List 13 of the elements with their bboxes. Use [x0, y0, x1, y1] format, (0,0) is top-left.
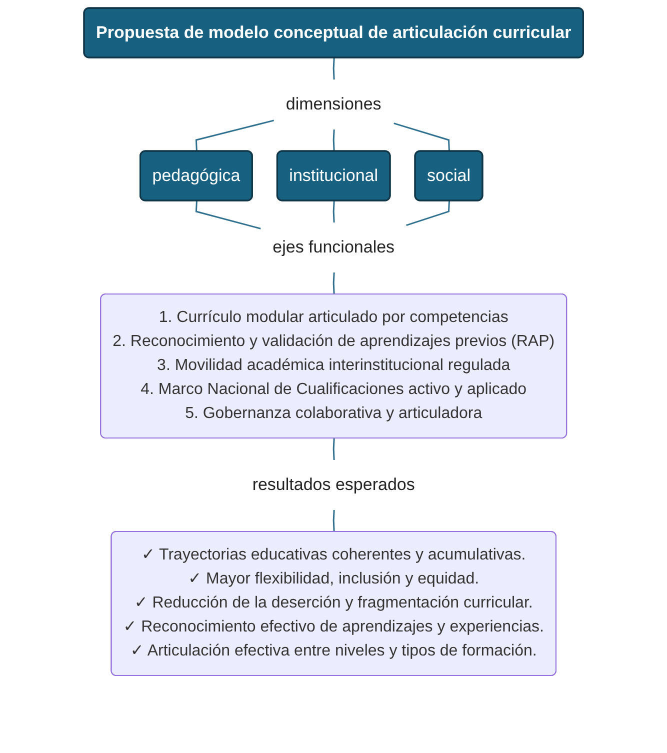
connector: [332, 58, 335, 80]
connector: [332, 510, 335, 532]
connector: [394, 122, 450, 152]
connector: [195, 200, 262, 230]
connector: [195, 120, 274, 152]
connector: [406, 200, 450, 226]
connector: [332, 438, 335, 461]
connector: [332, 200, 335, 224]
node-text: ejes funcionales: [272, 238, 394, 256]
connector: [332, 129, 335, 152]
node-text: dimensiones: [286, 94, 382, 114]
node-text: resultados esperados: [252, 475, 415, 494]
connector: [332, 272, 335, 295]
